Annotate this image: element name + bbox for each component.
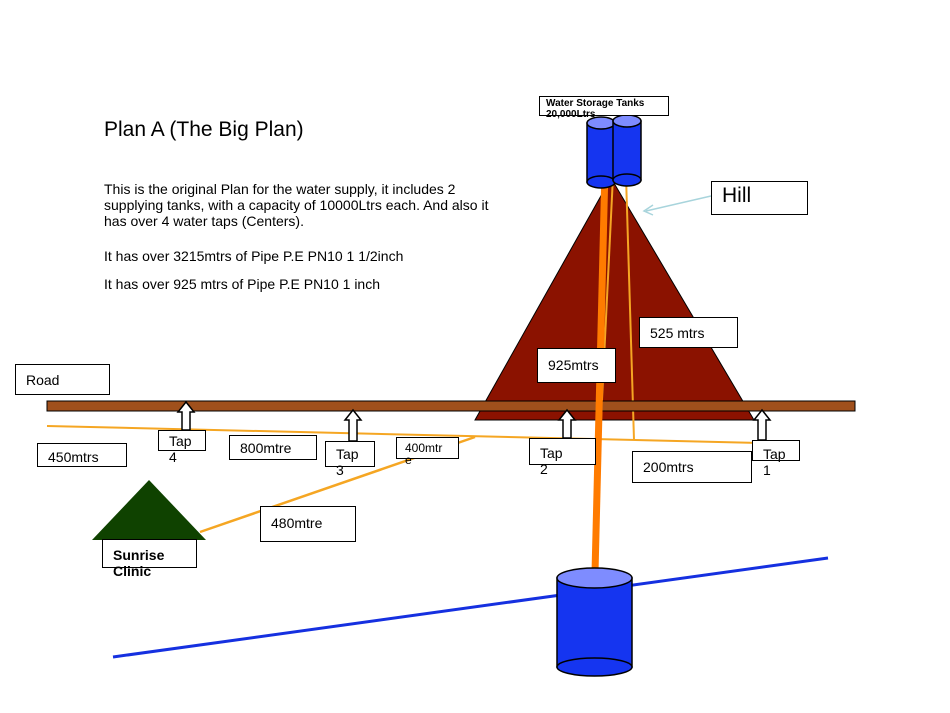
- tap-2-label: Tap 2: [529, 438, 596, 477]
- distance-925-label: 925mtrs: [537, 348, 616, 383]
- distance-400-label: 400mtr e: [396, 437, 459, 466]
- pipe-info-1: It has over 3215mtrs of Pipe P.E PN10 1 …: [104, 248, 404, 264]
- clinic-roof: [92, 480, 206, 540]
- storage-tanks: [586, 114, 642, 189]
- distance-450-label: 450mtrs: [37, 443, 127, 467]
- tap-4-label: Tap 4: [158, 430, 206, 465]
- pipe-info-2: It has over 925 mtrs of Pipe P.E PN10 1 …: [104, 276, 381, 292]
- storage-tanks-label: Water Storage Tanks 20,000Ltrs: [539, 96, 669, 120]
- distance-525-label: 525 mtrs: [639, 317, 738, 348]
- tap-1-label: Tap 1: [752, 440, 800, 478]
- hill-pointer-arrow: [642, 195, 712, 216]
- pipe-tap1-line: [625, 175, 635, 441]
- distance-200-label: 200mtrs: [632, 451, 752, 483]
- road-label: Road: [15, 364, 110, 395]
- hill-label: Hill: [711, 181, 808, 215]
- tap-3-arrow: [343, 408, 363, 442]
- clinic-label: Sunrise Clinic: [102, 539, 197, 579]
- distance-480-label: 480mtre: [260, 506, 356, 542]
- road-bar: [46, 400, 856, 412]
- tap-3-label: Tap 3: [325, 441, 375, 478]
- plan-description: This is the original Plan for the water …: [104, 181, 489, 229]
- ground-tank: [556, 567, 633, 677]
- tap-1-arrow: [752, 408, 772, 441]
- river-line: [112, 556, 829, 659]
- plan-title: Plan A (The Big Plan): [104, 118, 304, 141]
- distance-800-label: 800mtre: [229, 435, 317, 460]
- pipe-main-line: [46, 425, 761, 444]
